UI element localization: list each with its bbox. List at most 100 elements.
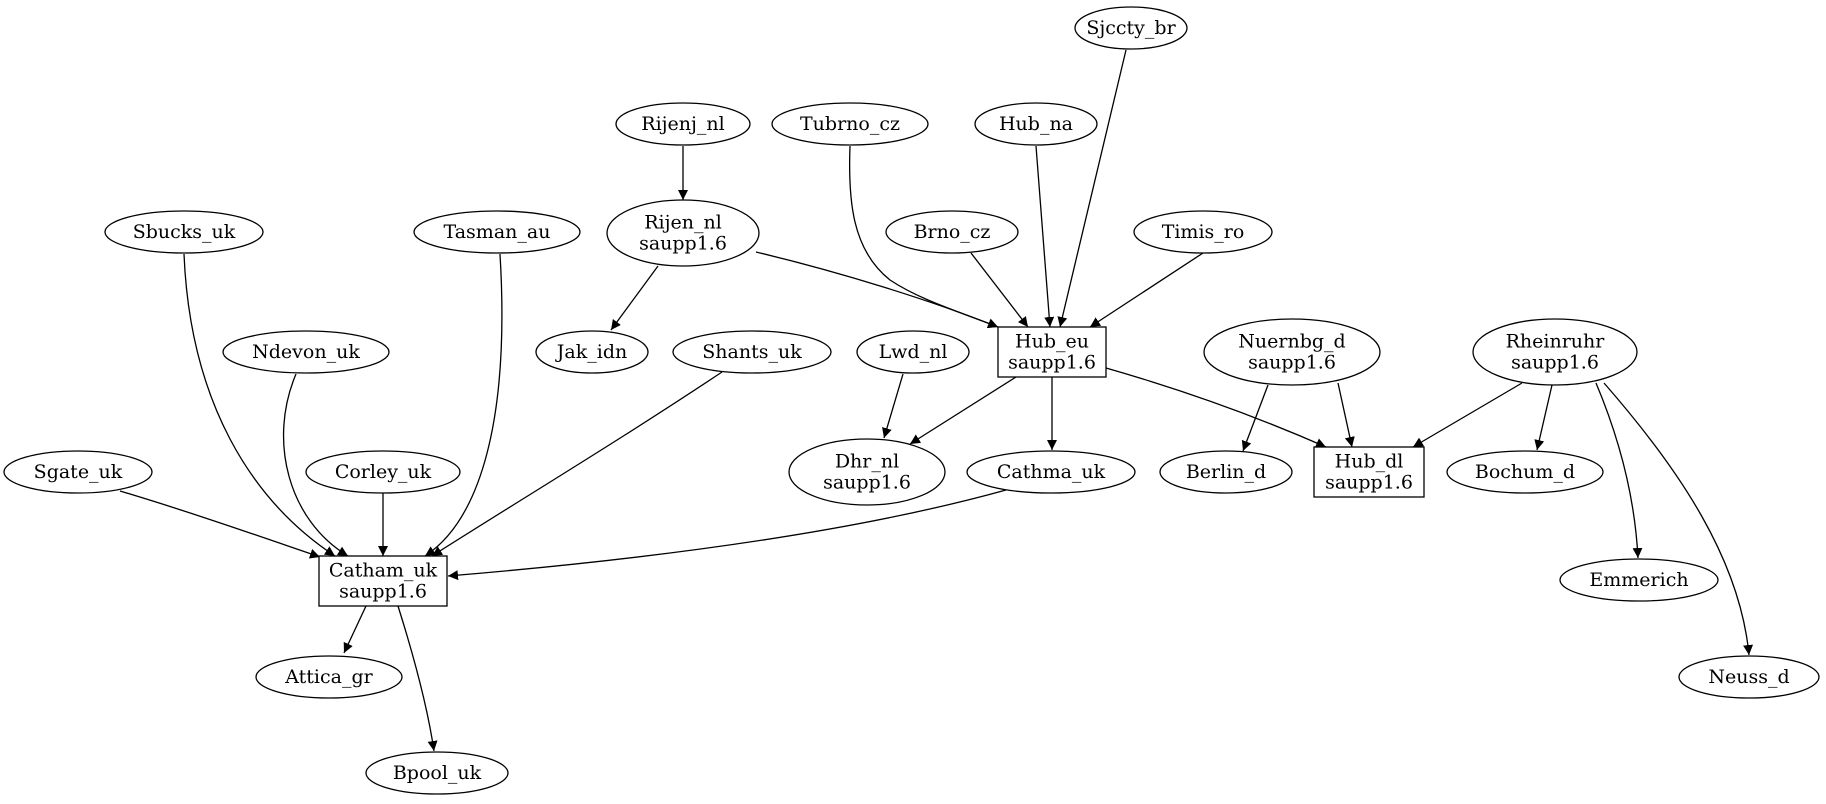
node-label: Sbucks_uk [133,221,236,243]
node-sublabel: saupp1.6 [639,233,727,255]
node-ellipse-shape [672,330,832,374]
node-ellipse-shape [3,450,153,494]
node-rijenj-nl[interactable]: Rijenj_nl [615,102,751,146]
node-ellipse-shape [771,102,929,146]
node-attica-gr[interactable]: Attica_gr [255,655,403,699]
node-label: Rheinruhr [1506,331,1606,353]
node-ellipse-shape [1678,655,1820,699]
node-box-shape [997,326,1107,378]
node-label: Corley_uk [335,461,432,483]
node-sublabel: saupp1.6 [339,581,427,603]
node-ellipse-shape [1074,6,1188,50]
node-ellipse-shape [365,751,509,795]
node-label: Rijen_nl [644,212,722,234]
edge-shants_uk-to-catham_uk [431,371,723,557]
edge-tasman_au-to-catham_uk [424,253,503,557]
node-shants-uk[interactable]: Shants_uk [672,330,832,374]
edge-ndevon_uk-to-catham_uk [283,373,349,557]
edge-sbucks_uk-to-catham_uk [183,253,336,557]
node-label: Jak_idn [555,341,627,363]
node-ellipse-shape [305,450,461,494]
edge-catham_uk-to-bpool_uk [397,605,438,752]
node-sublabel: saupp1.6 [1325,472,1413,494]
edge-rijen_nl-to-jak_idn [610,265,659,331]
edge-hub_na-to-hub_eu [1035,145,1055,328]
node-timis-ro[interactable]: Timis_ro [1133,210,1273,254]
node-label: Rijenj_nl [641,113,724,135]
edge-cathma_uk-to-catham_uk [447,489,1007,581]
node-corley-uk[interactable]: Corley_uk [305,450,461,494]
node-sublabel: saupp1.6 [1008,352,1096,374]
node-label: Bochum_d [1475,461,1575,483]
node-label: Tubrno_cz [800,113,900,135]
node-sublabel: saupp1.6 [1511,352,1599,374]
node-sjccty-br[interactable]: Sjccty_br [1074,6,1188,50]
node-cathma-uk[interactable]: Cathma_uk [966,450,1136,494]
node-label: Catham_uk [329,560,438,582]
node-ellipse-shape [856,330,970,374]
node-label: Ndevon_uk [252,341,360,363]
node-jak-idn[interactable]: Jak_idn [535,330,649,374]
node-ellipse-shape [1559,558,1719,602]
node-tasman-au[interactable]: Tasman_au [413,210,581,254]
node-label: Lwd_nl [879,341,948,363]
node-bpool-uk[interactable]: Bpool_uk [365,751,509,795]
node-sgate-uk[interactable]: Sgate_uk [3,450,153,494]
node-sublabel: saupp1.6 [823,472,911,494]
node-brno-cz[interactable]: Brno_cz [885,210,1019,254]
node-ndevon-uk[interactable]: Ndevon_uk [222,330,390,374]
edge-hub_eu-to-dhr_nl [909,376,1017,445]
node-bochum-d[interactable]: Bochum_d [1446,450,1604,494]
edge-sgate_uk-to-catham_uk [119,490,321,559]
edge-catham_uk-to-attica_gr [343,605,367,654]
node-box-shape [1313,446,1425,498]
node-emmerich[interactable]: Emmerich [1559,558,1719,602]
node-label: Dhr_nl [835,451,899,473]
node-ellipse-shape [1472,318,1638,386]
node-ellipse-shape [413,210,581,254]
node-ellipse-shape [255,655,403,699]
edge-rijen_nl-to-hub_eu [755,251,999,328]
node-label: Emmerich [1589,569,1688,591]
node-label: Attica_gr [284,666,373,688]
node-ellipse-shape [974,102,1098,146]
node-label: Shants_uk [702,341,802,363]
node-box-shape [318,555,448,607]
edge-sjccty_br-to-hub_eu [1057,49,1127,328]
node-label: Berlin_d [1186,461,1266,483]
node-ellipse-shape [606,199,760,267]
node-label: Cathma_uk [997,461,1106,483]
node-label: Brno_cz [914,221,991,243]
node-ellipse-shape [1446,450,1604,494]
node-label: Hub_dl [1335,451,1404,473]
edge-rheinruhr-to-neuss_d [1603,382,1754,656]
edge-rheinruhr-to-hub_dl [1412,382,1523,448]
node-sbucks-uk[interactable]: Sbucks_uk [104,210,264,254]
node-ellipse-shape [104,210,264,254]
node-berlin-d[interactable]: Berlin_d [1159,450,1293,494]
edge-hub_eu-to-hub_dl [1105,367,1327,448]
node-ellipse-shape [885,210,1019,254]
edge-rheinruhr-to-bochum_d [1534,384,1553,451]
node-lwd-nl[interactable]: Lwd_nl [856,330,970,374]
node-neuss-d[interactable]: Neuss_d [1678,655,1820,699]
node-ellipse-shape [1203,318,1381,386]
node-label: Neuss_d [1708,666,1789,688]
node-ellipse-shape [615,102,751,146]
node-ellipse-shape [966,450,1136,494]
node-label: Bpool_uk [393,762,482,784]
edge-lwd_nl-to-dhr_nl [882,373,904,439]
node-tubrno-cz[interactable]: Tubrno_cz [771,102,929,146]
edge-nuernbg_d-to-hub_dl [1337,382,1355,448]
node-label: Sjccty_br [1086,17,1176,39]
node-hub-na[interactable]: Hub_na [974,102,1098,146]
node-ellipse-shape [1159,450,1293,494]
